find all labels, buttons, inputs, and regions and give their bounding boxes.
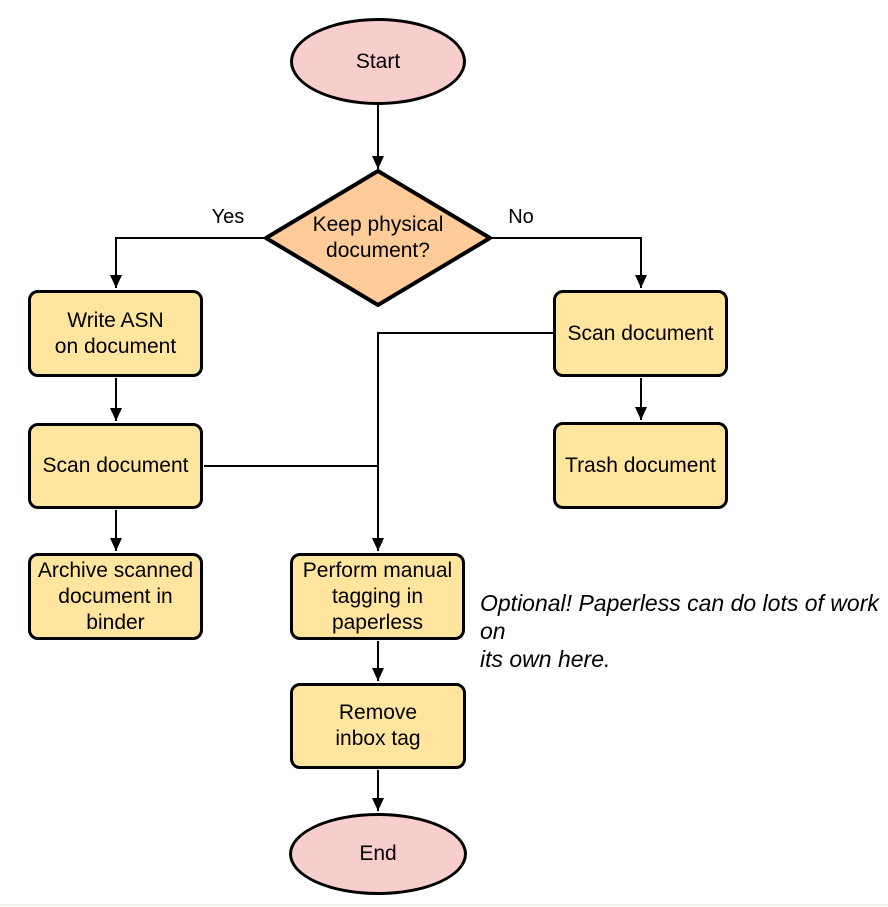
canvas-bottom-edge (0, 904, 888, 906)
process-archive-document: Archive scanned document in binder (28, 553, 203, 640)
process-remove-inbox-tag-label: Remove inbox tag (335, 701, 421, 750)
process-write-asn: Write ASN on document (28, 290, 203, 377)
process-remove-inbox-tag: Remove inbox tag (290, 683, 466, 769)
process-manual-tagging-label: Perform manual tagging in paperless (302, 558, 453, 634)
edge-decision-scan-right (490, 237, 647, 288)
edge-scan-right-tagging (372, 332, 553, 551)
terminator-start: Start (290, 18, 466, 105)
process-archive-document-label: Archive scanned document in binder (37, 558, 194, 634)
process-scan-document-left: Scan document (28, 423, 203, 509)
terminator-end-label: End (359, 842, 397, 865)
process-manual-tagging: Perform manual tagging in paperless (290, 553, 465, 640)
process-trash-document-label: Trash document (565, 453, 716, 477)
process-write-asn-label: Write ASN on document (54, 308, 177, 358)
process-scan-document-right-label: Scan document (567, 321, 714, 345)
edge-label-yes: Yes (211, 206, 245, 228)
process-trash-document: Trash document (553, 422, 728, 509)
decision-diamond-shape (264, 169, 492, 307)
process-scan-document-left-label: Scan document (42, 454, 189, 477)
decision-label: Keep physical document? (312, 213, 444, 262)
edge-label-no: No (508, 206, 534, 228)
terminator-start-label: Start (355, 49, 401, 73)
process-scan-document-right: Scan document (553, 290, 728, 377)
terminator-end: End (289, 813, 467, 895)
note-optional: Optional! Paperless can do lots of work … (480, 590, 879, 672)
decision-keep-physical-document: Keep physical document? (278, 200, 478, 276)
edge-decision-write-asn (110, 237, 266, 288)
